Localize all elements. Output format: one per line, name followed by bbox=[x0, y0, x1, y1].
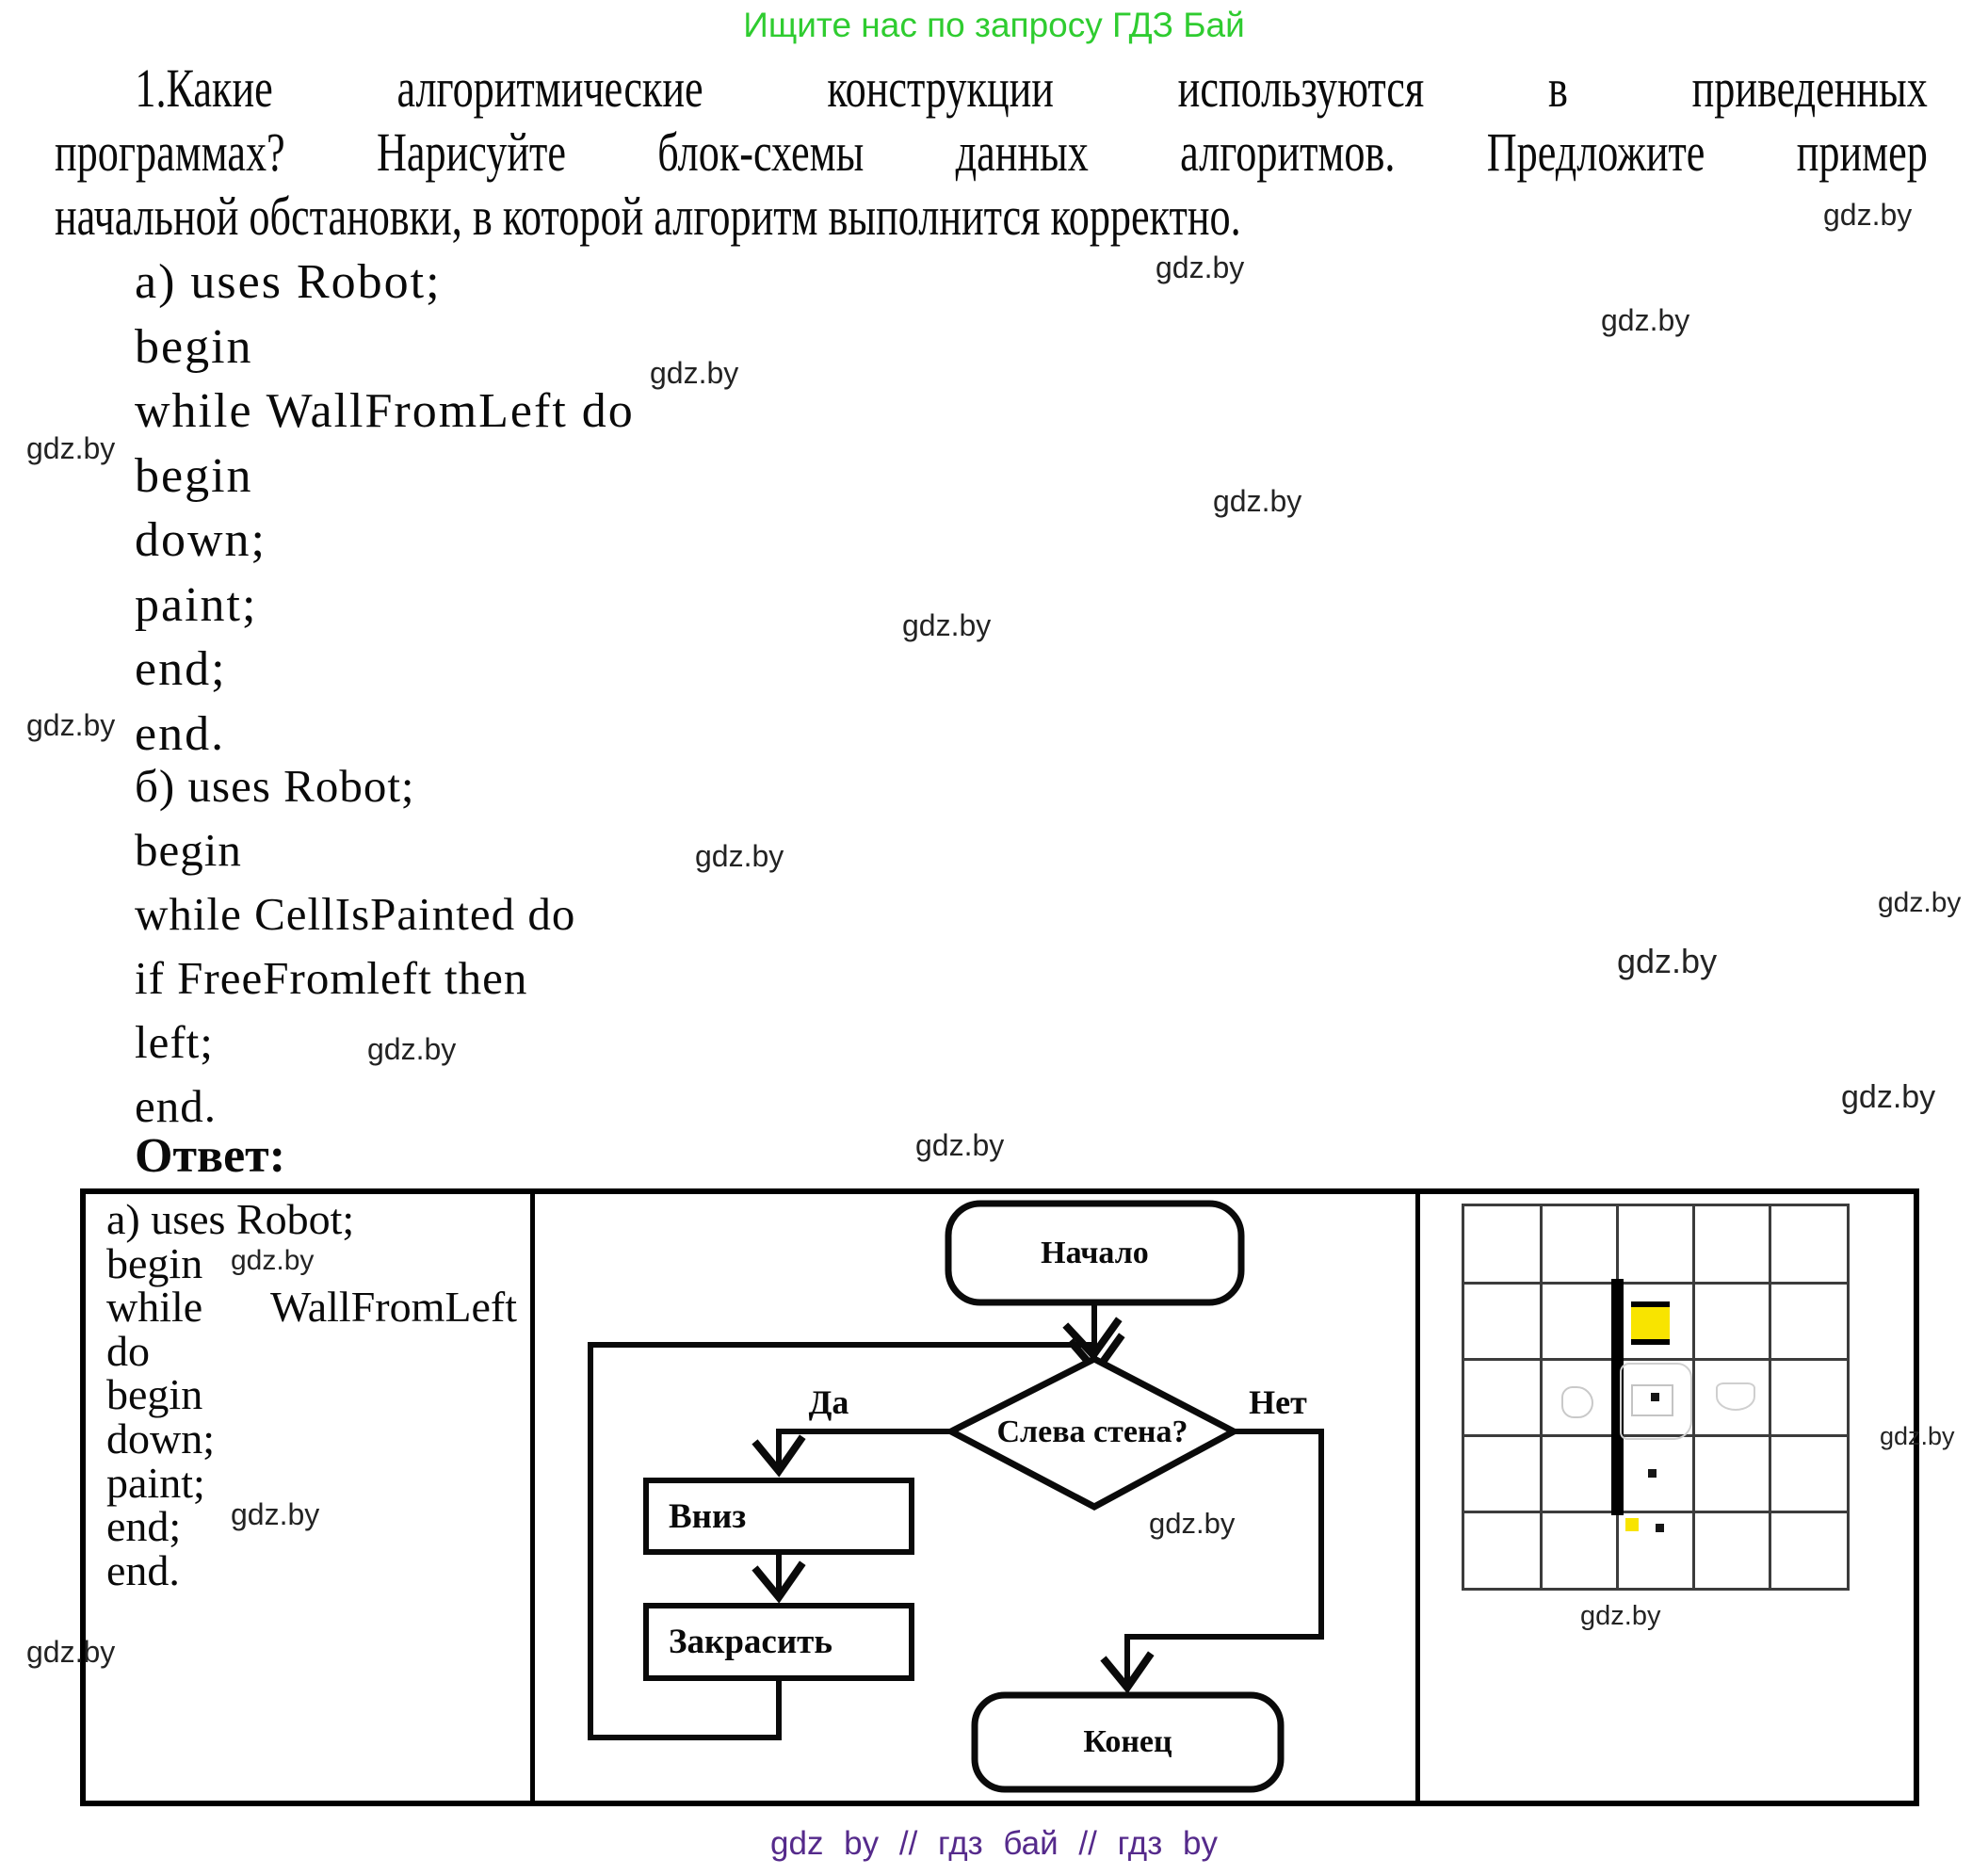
code-line: end; bbox=[106, 1502, 182, 1551]
grid-line bbox=[1769, 1206, 1772, 1588]
question-line: 1.Какие алгоритмические конструкции испо… bbox=[135, 57, 1928, 119]
gdz-watermark: gdz.by bbox=[650, 356, 739, 390]
code-line: begin bbox=[135, 448, 253, 503]
code-line: a) uses Robot; bbox=[106, 1195, 355, 1243]
code-line: begin bbox=[106, 1370, 203, 1419]
gdz-watermark: gdz.by bbox=[1213, 484, 1302, 518]
gdz-watermark: gdz.by bbox=[1823, 198, 1913, 232]
flowchart-condition-label: Слева стена? bbox=[996, 1414, 1188, 1449]
promo-banner: Ищите нас по запросу ГДЗ Бай bbox=[743, 6, 1245, 44]
table-column-divider bbox=[530, 1188, 535, 1806]
gdz-watermark: gdz.by bbox=[1601, 303, 1690, 337]
flowchart-end-label: Конец bbox=[1083, 1724, 1172, 1759]
flowchart-action2-label: Закрасить bbox=[669, 1623, 832, 1661]
grid-line bbox=[1464, 1281, 1847, 1285]
flowchart-yes-label: Да bbox=[808, 1383, 849, 1421]
painted-dot-mark bbox=[1648, 1469, 1657, 1478]
robot-start-marker bbox=[1625, 1518, 1640, 1531]
gdz-watermark: gdz.by bbox=[902, 608, 992, 642]
gdz-watermark: gdz.by bbox=[231, 1497, 320, 1531]
code-line: paint; bbox=[106, 1458, 205, 1507]
code-line: down; bbox=[106, 1414, 215, 1463]
painted-dot-mark bbox=[1656, 1524, 1665, 1532]
code-line: left; bbox=[135, 1016, 214, 1068]
gdz-watermark: gdz.by bbox=[915, 1128, 1005, 1162]
code-line: if FreeFromleft then bbox=[135, 952, 528, 1004]
code-line: end; bbox=[135, 642, 227, 696]
question-line: начальной обстановки, в которой алгоритм… bbox=[55, 186, 1241, 247]
gdz-watermark: gdz.by bbox=[1156, 251, 1245, 284]
code-line: while WallFromLeft bbox=[106, 1283, 517, 1332]
painted-dot-mark bbox=[1651, 1393, 1660, 1401]
code-line: while WallFromLeft do bbox=[135, 384, 635, 438]
question-paragraph: 1.Какие алгоритмические конструкции испо… bbox=[55, 57, 1928, 249]
gdz-watermark: gdz.by bbox=[1878, 887, 1962, 918]
code-line: begin bbox=[106, 1238, 203, 1287]
gdz-watermark: gdz.by bbox=[26, 708, 116, 742]
robot-ghost-outline bbox=[1561, 1386, 1593, 1418]
code-line: begin bbox=[135, 824, 242, 876]
question-line: программах? Нарисуйте блок-схемы данных … bbox=[55, 121, 1928, 183]
code-line: do bbox=[106, 1326, 150, 1375]
grid-line bbox=[1464, 1510, 1847, 1513]
answer-table bbox=[80, 1188, 1919, 1806]
grid-line bbox=[1464, 1357, 1847, 1361]
grid-line bbox=[1692, 1206, 1696, 1588]
painted-cell bbox=[1631, 1301, 1671, 1345]
footer-text: gdz by // гдз бай // гдз by bbox=[770, 1825, 1218, 1862]
code-line: down; bbox=[135, 513, 267, 567]
table-column-divider bbox=[1415, 1188, 1420, 1806]
gdz-watermark: gdz.by bbox=[1149, 1507, 1236, 1540]
robot-ghost-outline bbox=[1716, 1382, 1755, 1411]
gdz-watermark: gdz.by bbox=[1617, 942, 1718, 980]
wall-segment bbox=[1610, 1279, 1624, 1515]
gdz-watermark: gdz.by bbox=[1580, 1601, 1661, 1631]
gdz-watermark: gdz.by bbox=[695, 839, 784, 873]
code-line: end. bbox=[106, 1545, 180, 1594]
code-line: б) uses Robot; bbox=[135, 760, 415, 812]
gdz-watermark: gdz.by bbox=[26, 431, 116, 465]
grid-line bbox=[1539, 1206, 1543, 1588]
program-b-listing: б) uses Robot; begin while CellIsPainted… bbox=[135, 754, 575, 1139]
code-line: a) uses Robot; bbox=[135, 255, 442, 309]
gdz-watermark: gdz.by bbox=[1841, 1079, 1936, 1115]
flowchart-no-label: Нет bbox=[1249, 1383, 1307, 1421]
flowchart-start-label: Начало bbox=[1041, 1235, 1149, 1270]
code-line: end. bbox=[135, 706, 226, 761]
answer-label: Ответ: bbox=[135, 1129, 286, 1183]
robot-ghost-outline bbox=[1620, 1363, 1692, 1440]
gdz-watermark: gdz.by bbox=[367, 1032, 457, 1066]
answer-code-column: a) uses Robot; begin while WallFromLeft … bbox=[106, 1195, 517, 1594]
flowchart-action1-label: Вниз bbox=[669, 1496, 747, 1536]
code-line: begin bbox=[135, 319, 253, 374]
gdz-watermark: gdz.by bbox=[231, 1245, 315, 1276]
gdz-watermark: gdz.by bbox=[1880, 1422, 1955, 1450]
code-line: paint; bbox=[135, 577, 258, 632]
grid-line bbox=[1464, 1433, 1847, 1437]
code-line: while CellIsPainted do bbox=[135, 888, 576, 940]
code-line: end. bbox=[135, 1080, 217, 1132]
robot-ghost-outline bbox=[1631, 1384, 1673, 1416]
program-a-listing: a) uses Robot; begin while WallFromLeft … bbox=[135, 251, 635, 767]
gdz-watermark: gdz.by bbox=[26, 1635, 116, 1669]
